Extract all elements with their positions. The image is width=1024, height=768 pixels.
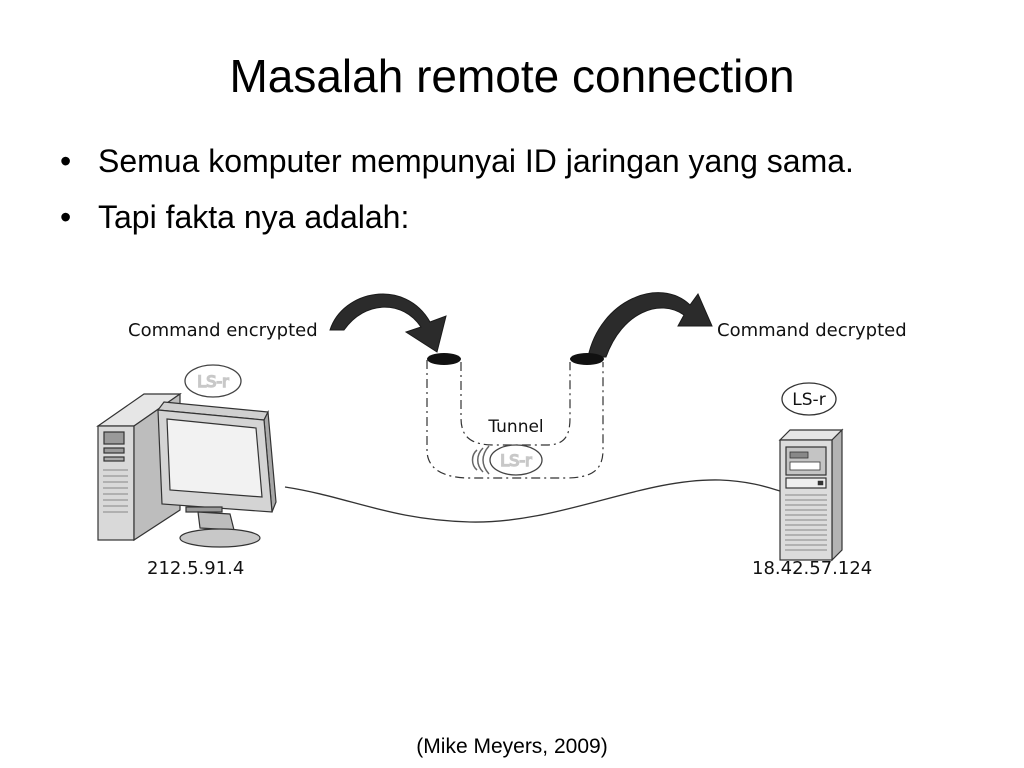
- command-bubble-text: LS-r: [792, 390, 825, 410]
- encrypted-bubble: [184, 364, 242, 398]
- tunnel-opening-left: [427, 353, 461, 365]
- citation: (Mike Meyers, 2009): [416, 735, 608, 758]
- tunnel-motion-icon: [471, 445, 490, 475]
- command-bubble: [781, 382, 837, 416]
- bullet-dot-icon: •: [60, 199, 72, 235]
- server-icon: [778, 428, 844, 562]
- tunnel-bubble: [489, 444, 543, 476]
- left-curved-arrow-icon: [329, 293, 447, 353]
- bullet-dot-icon: •: [60, 143, 72, 179]
- tunnel-label: Tunnel: [487, 417, 543, 437]
- encrypted-bubble-text: LS-r: [197, 372, 229, 391]
- slide-title: Masalah remote connection: [229, 50, 795, 102]
- bullet-text: Tapi fakta nya adalah:: [98, 199, 410, 235]
- server-ip-label: 18.42.57.124: [752, 558, 872, 579]
- left-label: Command encrypted: [128, 320, 318, 341]
- tunnel-outer: [426, 360, 604, 479]
- client-ip-label: 212.5.91.4: [147, 558, 244, 579]
- bullet-item: • Semua komputer mempunyai ID jaringan y…: [58, 138, 854, 184]
- right-curved-arrow-icon: [587, 292, 713, 358]
- tunnel-opening-right: [570, 353, 604, 365]
- right-label: Command decrypted: [717, 320, 907, 341]
- network-cable: [284, 479, 781, 523]
- bullet-text: Semua komputer mempunyai ID jaringan yan…: [98, 143, 854, 179]
- remote-connection-diagram: Tunnel LS-r Command encrypted Command de…: [96, 292, 907, 579]
- client-computer-icon: [96, 392, 277, 548]
- tunnel-bubble-text: LS-r: [500, 451, 532, 470]
- bullet-list: • Semua komputer mempunyai ID jaringan y…: [58, 138, 854, 250]
- bullet-item: • Tapi fakta nya adalah:: [58, 194, 854, 240]
